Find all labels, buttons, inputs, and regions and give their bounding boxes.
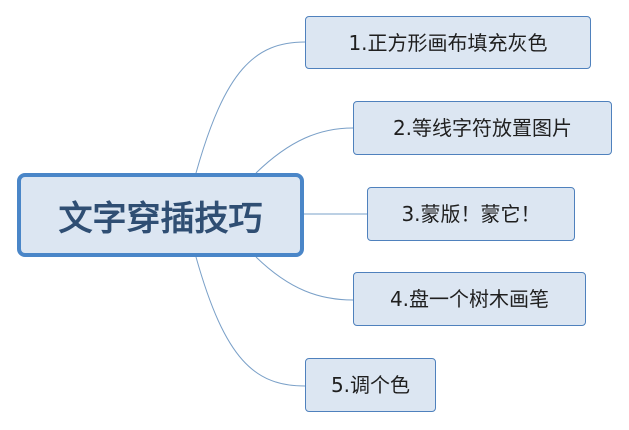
connector-2 [255, 127, 354, 174]
branch-topic-label: 3.蒙版！蒙它！ [401, 202, 541, 226]
connector-4 [255, 256, 354, 301]
branch-topic-label: 2.等线字符放置图片 [392, 116, 573, 140]
connector-5 [195, 256, 306, 387]
branch-topic-2[interactable]: 2.等线字符放置图片 [353, 101, 612, 155]
branch-topic-label: 1.正方形画布填充灰色 [348, 30, 548, 55]
root-topic-label: 文字穿插技巧 [58, 198, 263, 239]
root-topic[interactable]: 文字穿插技巧 [17, 173, 304, 257]
branch-topic-3[interactable]: 3.蒙版！蒙它！ [367, 187, 575, 241]
branch-topic-label: 5.调个色 [330, 373, 411, 397]
connector-1 [195, 41, 306, 174]
branch-topic-label: 4.盘一个树木画笔 [389, 287, 550, 311]
branch-topic-4[interactable]: 4.盘一个树木画笔 [353, 272, 586, 326]
branch-topic-1[interactable]: 1.正方形画布填充灰色 [305, 16, 591, 69]
branch-topic-5[interactable]: 5.调个色 [305, 358, 436, 412]
